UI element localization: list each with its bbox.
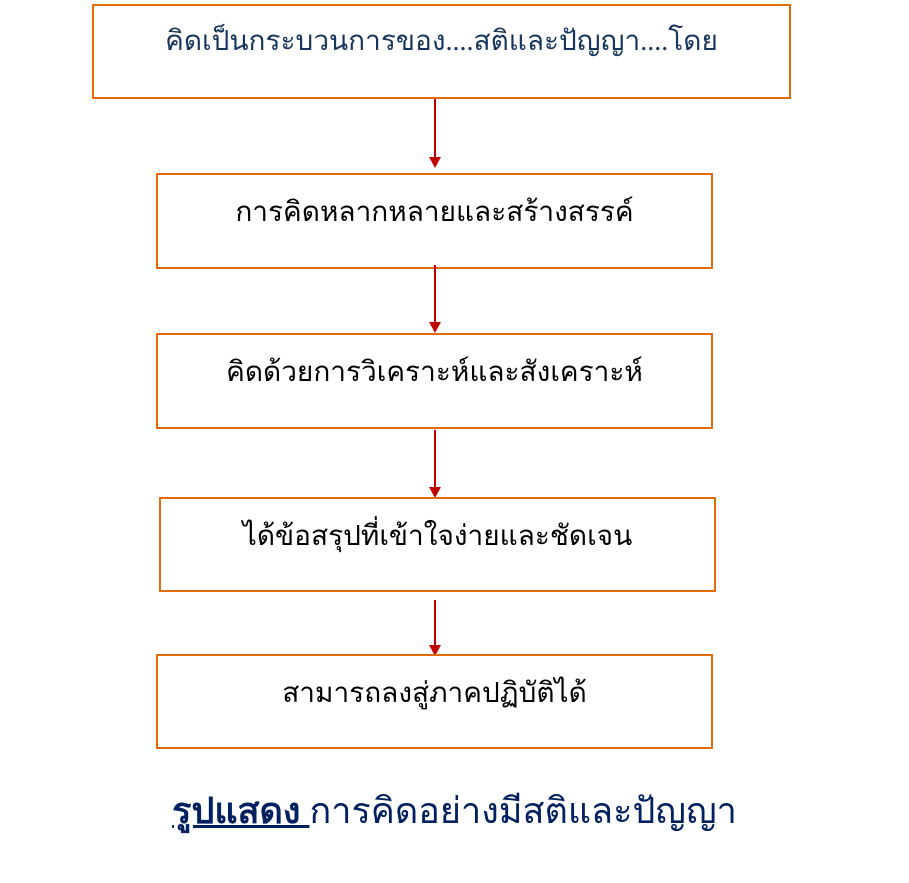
flow-step-text: การคิดหลากหลายและสร้างสรรค์ xyxy=(235,197,634,228)
arrow-down-icon xyxy=(429,265,441,333)
flow-step-4: ได้ข้อสรุปที่เข้าใจง่ายและชัดเจน xyxy=(159,497,716,592)
flow-step-5: สามารถลงสู่ภาคปฏิบัติได้ xyxy=(156,654,713,749)
flow-step-text: ได้ข้อสรุปที่เข้าใจง่ายและชัดเจน xyxy=(242,521,633,552)
arrow-down-icon xyxy=(429,600,441,656)
arrow-down-icon xyxy=(429,99,441,168)
caption-label: รูปแสดง xyxy=(172,791,310,831)
caption-title: การคิดอย่างมีสติและปัญญา xyxy=(309,791,737,831)
flow-step-2: การคิดหลากหลายและสร้างสรรค์ xyxy=(156,173,713,269)
flow-step-text: คิดด้วยการวิเคราะห์และสังเคราะห์ xyxy=(226,357,643,388)
flow-step-1: คิดเป็นกระบวนการของ....สติและปัญญา....โด… xyxy=(92,4,791,99)
arrow-down-icon xyxy=(429,430,441,498)
figure-caption: รูปแสดง การคิดอย่างมีสติและปัญญา xyxy=(0,782,909,839)
flow-step-3: คิดด้วยการวิเคราะห์และสังเคราะห์ xyxy=(156,333,713,429)
flow-step-text: สามารถลงสู่ภาคปฏิบัติได้ xyxy=(282,678,587,709)
flow-step-text: คิดเป็นกระบวนการของ....สติและปัญญา....โด… xyxy=(165,26,718,57)
